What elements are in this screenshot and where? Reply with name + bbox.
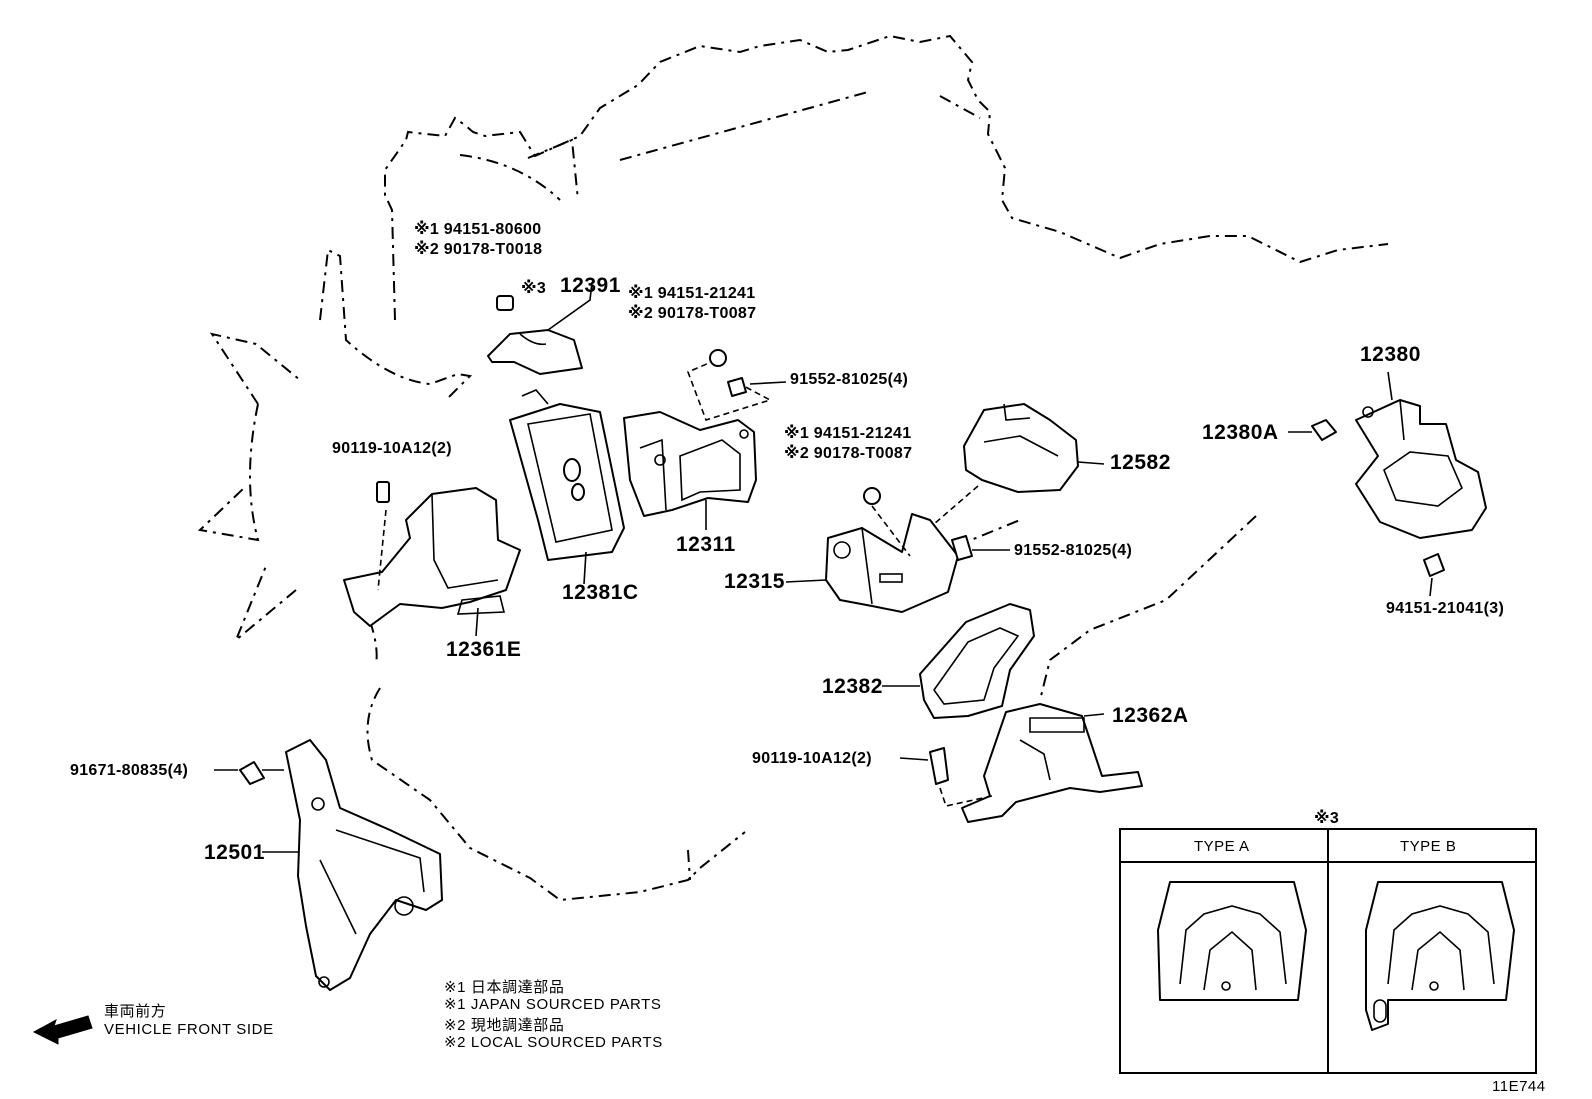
note-local-en: ※2 LOCAL SOURCED PARTS (444, 1034, 663, 1051)
label-12380[interactable]: 12380 (1360, 343, 1421, 366)
label-12380a[interactable]: 12380A (1202, 421, 1279, 444)
part-12361e-shape (343, 481, 521, 637)
type-a-shape (1157, 881, 1307, 1001)
part-12311-shape (623, 349, 787, 530)
fastener-label-9[interactable]: 91671-80835(4) (70, 762, 189, 779)
label-12315[interactable]: 12315 (724, 570, 785, 593)
part-12391-shape (487, 281, 593, 375)
direction-label-en: VEHICLE FRONT SIDE (104, 1021, 274, 1038)
fastener-label-2a[interactable]: ※1 94151-21241 (628, 285, 756, 302)
fastener-label-8[interactable]: 90119-10A12(2) (752, 750, 872, 767)
label-12391[interactable]: 12391 (560, 274, 621, 297)
figure-code: 11E744 (1492, 1078, 1546, 1095)
label-12362a[interactable]: 12362A (1112, 704, 1189, 727)
type-a-header: TYPE A (1194, 838, 1250, 855)
type-table-ref: ※3 (1314, 810, 1340, 827)
type-b-shape (1365, 881, 1515, 1031)
note-local-jp: ※2 現地調達部品 (444, 1017, 565, 1034)
part-12582-shape (933, 403, 1105, 525)
part-12315-shape (785, 487, 1010, 613)
fastener-label-3[interactable]: 91552-81025(4) (790, 371, 909, 388)
fastener-label-4[interactable]: 90119-10A12(2) (332, 440, 452, 457)
note-japan-en: ※1 JAPAN SOURCED PARTS (444, 996, 662, 1013)
label-12361e[interactable]: 12361E (446, 638, 522, 661)
fastener-label-5b[interactable]: ※2 90178-T0087 (784, 445, 913, 462)
fastener-label-1a[interactable]: ※1 94151-80600 (414, 221, 542, 238)
part-12501-shape (214, 739, 443, 991)
note-japan-jp: ※1 日本調達部品 (444, 979, 565, 996)
label-12382[interactable]: 12382 (822, 675, 883, 698)
fastener-label-6[interactable]: 91552-81025(4) (1014, 542, 1133, 559)
fastener-label-7[interactable]: 94151-21041(3) (1386, 600, 1505, 617)
type-b-header: TYPE B (1400, 838, 1457, 855)
part-12380-shape (1288, 371, 1487, 597)
part-12382-shape (882, 603, 1035, 719)
front-direction-arrow (32, 1015, 93, 1045)
label-12501[interactable]: 12501 (204, 841, 265, 864)
fastener-label-5a[interactable]: ※1 94151-21241 (784, 425, 912, 442)
fastener-label-2b[interactable]: ※2 90178-T0087 (628, 305, 757, 322)
part-12362a-shape (899, 703, 1143, 823)
direction-label-jp: 車両前方 (104, 1003, 167, 1020)
label-12381c[interactable]: 12381C (562, 581, 639, 604)
label-12311[interactable]: 12311 (676, 533, 736, 556)
fastener-label-1b[interactable]: ※2 90178-T0018 (414, 241, 543, 258)
part-12381c-shape (509, 389, 625, 585)
engine-outline (366, 34, 1389, 902)
type-reference-mark: ※3 (521, 280, 547, 297)
label-12582[interactable]: 12582 (1110, 451, 1171, 474)
